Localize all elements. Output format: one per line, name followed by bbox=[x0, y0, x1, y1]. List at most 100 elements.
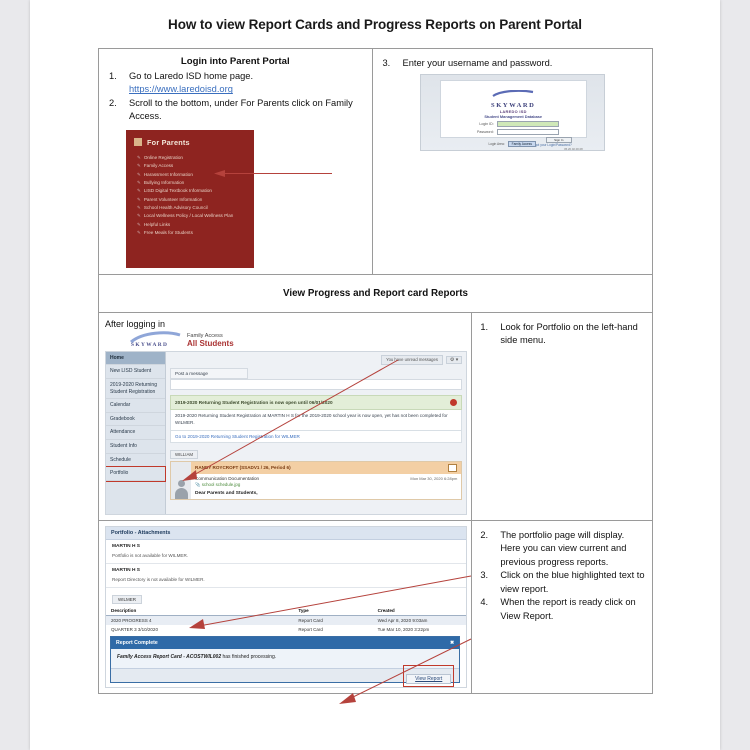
for-parents-header: For Parents bbox=[134, 138, 248, 147]
document-page: How to view Report Cards and Progress Re… bbox=[30, 0, 720, 750]
version-label: 05.20.02.00.08 bbox=[564, 147, 583, 151]
list-text: The portfolio page will display. Here yo… bbox=[500, 529, 627, 567]
message-sender-row: RANDY ROYCROFT (SSADV1 / 26, Period 6) bbox=[191, 461, 462, 474]
login-id-input[interactable] bbox=[496, 121, 559, 127]
skyward-wordmark: SKYWARD bbox=[131, 341, 169, 348]
parents-link-free-meals[interactable]: ✎ Free Meals for Students bbox=[134, 229, 248, 237]
parents-link-parent-volunteer[interactable]: ✎ Parent Volunteer Information bbox=[134, 196, 248, 204]
sidebar-item-portfolio[interactable]: Portfolio bbox=[106, 466, 166, 482]
sidebar-item-calendar[interactable]: Calendar bbox=[106, 399, 165, 413]
column-header-description[interactable]: Description bbox=[106, 605, 294, 616]
list-item: 3. Click on the blue highlighted text to… bbox=[476, 569, 646, 596]
parents-link-harassment-information[interactable]: ✎ Harassment Information bbox=[134, 171, 248, 179]
portfolio-block: MARTIN H S Report Directory is not avail… bbox=[106, 564, 466, 587]
reports-table: Description Type Created 2020 PROGRESS 4… bbox=[106, 605, 467, 634]
list-number: 1. bbox=[480, 321, 489, 332]
laredoisd-link[interactable]: https://www.laredoisd.org bbox=[129, 84, 233, 95]
parents-link-bullying-information[interactable]: ✎ Bullying Information bbox=[134, 179, 248, 187]
portfolio-panel: Portfolio - Attachments MARTIN H S Portf… bbox=[105, 525, 468, 689]
bullet-icon: ✎ bbox=[137, 213, 141, 219]
unread-messages-badge[interactable]: You have unread messages bbox=[381, 354, 443, 365]
sidebar-item-home[interactable]: Home bbox=[106, 351, 165, 366]
link-label: Helpful Links bbox=[143, 221, 171, 227]
notice-registration-link[interactable]: Go to 2019-2020 Returning Student Regist… bbox=[170, 430, 463, 443]
parents-link-health-advisory[interactable]: ✎ School Health Advisory Council bbox=[134, 204, 248, 212]
list-text: Go to Laredo ISD home page. bbox=[129, 71, 254, 81]
parents-link-helpful-links[interactable]: ✎ Helpful Links bbox=[134, 221, 248, 229]
for-parents-title: For Parents bbox=[147, 137, 190, 147]
step1-heading: Login into Parent Portal bbox=[180, 56, 290, 67]
paperclip-icon: 📎 bbox=[195, 481, 201, 487]
column-header-type[interactable]: Type bbox=[293, 605, 373, 616]
skyward-login-box: SKYWARD LAREDO ISD Student Management Da… bbox=[439, 80, 587, 151]
column-header-created[interactable]: Created bbox=[372, 605, 467, 616]
message-attachment-link[interactable]: 📎 school schedule.jpg bbox=[191, 481, 461, 489]
app-topbar: You have unread messages ⚙ ▾ bbox=[170, 354, 463, 365]
skyward-wordmark: SKYWARD bbox=[491, 102, 536, 109]
divider bbox=[106, 586, 467, 588]
instruction-cell-2: 2. The portfolio page will display. Here… bbox=[472, 521, 652, 694]
avatar bbox=[171, 461, 191, 499]
attachment-name: school schedule.jpg bbox=[201, 481, 241, 487]
skyward-logo: SKYWARD bbox=[129, 330, 181, 348]
list-item: 2. The portfolio page will display. Here… bbox=[476, 529, 646, 569]
list-text: Click on the blue highlighted text to vi… bbox=[500, 570, 645, 594]
report-description-link[interactable]: 2020 PROGRESS 4 bbox=[111, 617, 152, 623]
list-item: 1. Go to Laredo ISD home page. bbox=[99, 70, 372, 83]
parents-link-digital-textbook[interactable]: ✎ LISD Digital Textbook Information bbox=[134, 187, 248, 195]
view-report-highlight: View Report bbox=[403, 664, 455, 687]
bullet-icon: ✎ bbox=[137, 230, 141, 236]
report-description-link[interactable]: QUARTER 3 3/10/2020 bbox=[111, 626, 158, 632]
list-item: 2. Scroll to the bottom, under For Paren… bbox=[99, 97, 372, 124]
post-message-input[interactable] bbox=[170, 378, 463, 390]
sidebar-item-schedule[interactable]: Schedule bbox=[106, 454, 165, 468]
avatar-head-icon bbox=[177, 479, 185, 487]
parents-link-wellness-policy[interactable]: ✎ Local Wellness Policy / Local Wellness… bbox=[134, 212, 248, 220]
list-text: Look for Portfolio on the left-hand side… bbox=[500, 321, 638, 346]
list-number: 3. bbox=[480, 570, 489, 581]
message-greeting: Dear Parents and Students, bbox=[195, 490, 258, 496]
parents-link-online-registration[interactable]: ✎ Online Registration bbox=[134, 154, 248, 162]
password-input[interactable] bbox=[496, 129, 559, 135]
skyward-swoosh-icon bbox=[130, 331, 181, 344]
instruction-list: 1. Look for Portfolio on the left-hand s… bbox=[476, 321, 646, 348]
gear-icon[interactable]: ⚙ ▾ bbox=[445, 355, 463, 364]
list-text: Enter your username and password. bbox=[402, 58, 553, 68]
family-access-label: Family Access bbox=[187, 332, 223, 339]
bullet-icon: ✎ bbox=[137, 163, 141, 169]
portfolio-block: MARTIN H S Portfolio is not available fo… bbox=[106, 540, 466, 563]
app-content: You have unread messages ⚙ ▾ Post a mess… bbox=[166, 352, 466, 514]
bullet-icon: ✎ bbox=[137, 205, 141, 211]
forgot-password-link[interactable]: Forgot your Login/Password? bbox=[530, 143, 572, 147]
skyward-swoosh-icon bbox=[492, 89, 534, 97]
close-icon[interactable]: ✖ bbox=[449, 639, 455, 646]
sidebar-item-returning-student-registration[interactable]: 2019-2020 Returning Student Registration bbox=[106, 379, 165, 400]
parents-link-family-access[interactable]: ✎ Family Access bbox=[134, 162, 248, 170]
sidebar-item-student-info[interactable]: Student Info bbox=[106, 440, 165, 454]
post-message-button[interactable]: Post a message bbox=[170, 367, 248, 379]
message-subject-row: Communication Documentation Mon Mar 30, … bbox=[191, 474, 461, 481]
table-row[interactable]: 2020 PROGRESS 4 Report Card Wed Apr 8, 2… bbox=[106, 615, 467, 625]
app-sidebar: Home New LISD Student 2019-2020 Returnin… bbox=[106, 351, 166, 514]
section-banner: View Progress and Report card Reports bbox=[283, 287, 468, 299]
after-logging-in-caption: After logging in bbox=[105, 318, 166, 329]
step1-list: 1. Go to Laredo ISD home page. https://w… bbox=[99, 70, 372, 124]
sidebar-item-new-lisd-student[interactable]: New LISD Student bbox=[106, 365, 165, 380]
message-subject: Communication Documentation bbox=[195, 475, 260, 481]
step3-cell: 3. Enter your username and password. SKY… bbox=[373, 49, 653, 274]
sidebar-item-attendance[interactable]: Attendance bbox=[106, 426, 165, 441]
table-row[interactable]: QUARTER 3 3/10/2020 Report Card Tue Mar … bbox=[106, 625, 466, 634]
sign-in-button[interactable]: Sign In bbox=[545, 137, 572, 143]
book-icon bbox=[448, 463, 458, 472]
sidebar-item-gradebook[interactable]: Gradebook bbox=[106, 413, 165, 427]
login-area-select[interactable]: Family Access bbox=[507, 141, 536, 147]
bullet-icon: ✎ bbox=[137, 221, 141, 227]
skyward-login-screenshot: SKYWARD LAREDO ISD Student Management Da… bbox=[419, 74, 605, 151]
list-number: 2. bbox=[109, 97, 117, 108]
step1-cell: Login into Parent Portal 1. Go to Laredo… bbox=[99, 49, 373, 274]
list-item: https://www.laredoisd.org bbox=[99, 83, 372, 96]
view-report-button[interactable]: View Report bbox=[406, 673, 452, 684]
bullet-icon: ✎ bbox=[137, 171, 141, 177]
dialog-report-name: Family Access Report Card - ACOSTWIL002 bbox=[117, 653, 222, 660]
link-label: Online Registration bbox=[143, 154, 183, 160]
